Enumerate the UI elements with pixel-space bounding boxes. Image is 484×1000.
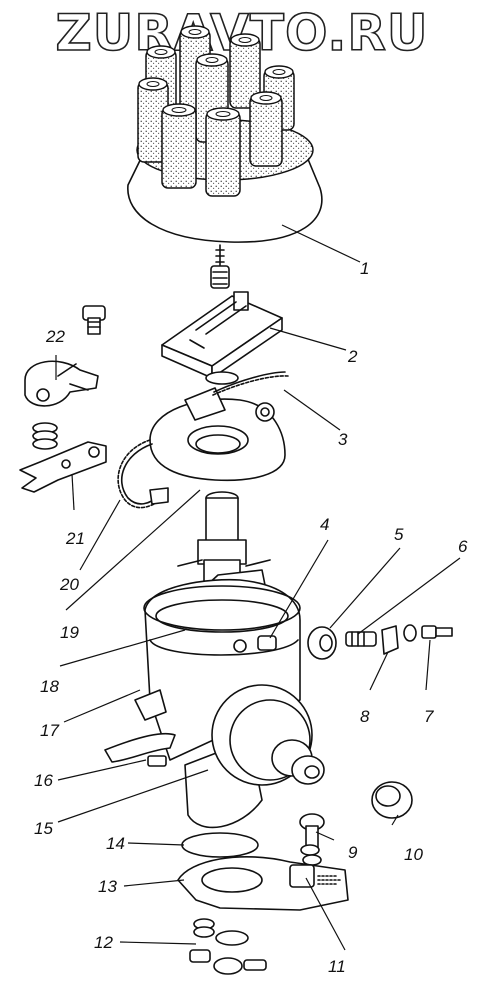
callout-9: 9 (348, 843, 358, 862)
carbon-contact-spring (210, 244, 230, 289)
callout-3: 3 (338, 430, 348, 449)
callout-2: 2 (347, 347, 358, 366)
callout-6: 6 (458, 537, 468, 556)
octane-plate (19, 441, 107, 493)
gasket-14 (181, 832, 259, 858)
washers-9 (300, 844, 322, 866)
ground-wire (117, 439, 169, 509)
callout-15: 15 (34, 819, 53, 838)
callout-18: 18 (40, 677, 59, 696)
callout-19: 19 (60, 623, 79, 642)
screw-4 (233, 635, 277, 653)
rubber-cap (371, 781, 413, 819)
coil-spring (32, 422, 58, 450)
screw-7 (421, 625, 453, 639)
callout-8: 8 (360, 707, 370, 726)
rotor (161, 291, 283, 385)
breaker-base (149, 371, 289, 482)
callout-20: 20 (59, 575, 79, 594)
callout-12: 12 (94, 933, 113, 952)
callout-13: 13 (98, 877, 117, 896)
callout-4: 4 (320, 515, 329, 534)
callout-10: 10 (404, 845, 423, 864)
distributor-cap (127, 25, 323, 243)
washer-7 (403, 624, 417, 642)
screw-top (82, 305, 106, 335)
lower-bolt-12 (189, 918, 267, 975)
shaft (197, 491, 247, 585)
octane-plate-13 (177, 856, 349, 911)
callout-17: 17 (40, 721, 59, 740)
watermark-text: ZURAVTO.RU (56, 4, 429, 62)
callout-7: 7 (424, 707, 434, 726)
clip-8 (381, 625, 399, 655)
callout-16: 16 (34, 771, 53, 790)
callout-11: 11 (328, 957, 346, 976)
vacuum-nut (307, 626, 337, 660)
callout-14: 14 (106, 834, 125, 853)
screw-9 (299, 813, 325, 851)
callout-22: 22 (45, 327, 65, 346)
vacuum-regulator (211, 684, 325, 786)
callout-5: 5 (394, 525, 404, 544)
callout-1: 1 (360, 259, 369, 278)
callout-labels: 1 2 3 4 5 6 7 8 9 10 11 12 13 14 15 16 1… (34, 259, 468, 976)
threaded-pin (345, 631, 377, 647)
octane-corrector-clamp (104, 689, 176, 767)
leader-lines (55, 224, 461, 951)
callout-21: 21 (65, 529, 85, 548)
adjuster-bracket (24, 360, 99, 407)
